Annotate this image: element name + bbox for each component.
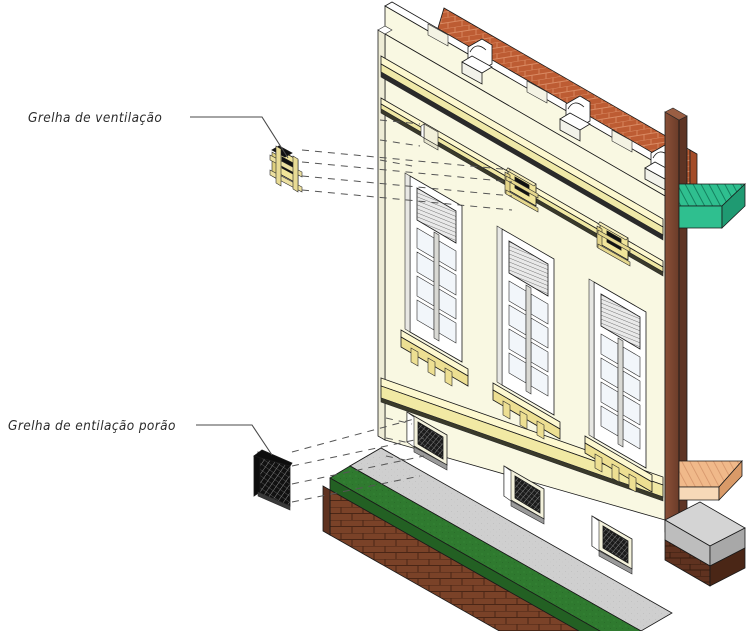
column-top (664, 107, 688, 121)
belt-course (380, 377, 664, 502)
column-front-face (664, 111, 680, 541)
parapet-step-block-3 (611, 129, 633, 153)
green-slab-front (678, 205, 723, 229)
window-corbel (519, 410, 528, 430)
foundation-brick-left-return (322, 485, 331, 536)
belt-course-shadow (380, 397, 664, 502)
parapet-step-block-1 (427, 23, 449, 47)
parapet-ornament-1 (461, 38, 493, 85)
orange-slab-edge (718, 459, 743, 501)
basement-vent-2[interactable] (503, 465, 545, 525)
green-ceiling-slab (678, 183, 746, 229)
window-corbel (410, 347, 419, 367)
parapet-step-block-2 (526, 80, 548, 104)
facade-vent-grille-1[interactable] (504, 167, 539, 213)
orange-floor-slab (678, 459, 743, 501)
cornice-upper (380, 55, 664, 241)
window-corbel (502, 400, 511, 420)
right-slab-brick-side (709, 547, 746, 587)
cornice-band-top-shadow (380, 71, 664, 241)
window-corbel (594, 453, 603, 473)
grass-strip-front (329, 477, 601, 631)
structural-column (664, 107, 688, 541)
wall-faint-projection-marks (379, 119, 421, 462)
window-corbel (536, 420, 545, 440)
wall-reference-opening (420, 123, 439, 151)
window-corbel (628, 473, 637, 493)
window-corbel (444, 367, 453, 387)
basement-vent-3[interactable] (591, 515, 633, 575)
leader-line-basement-grille (196, 424, 273, 456)
window-2[interactable] (492, 225, 561, 440)
ground-assembly (322, 447, 673, 631)
facade-vent-grille-2[interactable] (596, 221, 631, 267)
label-basement-vent-grille: Grelha de entilação porão (8, 418, 176, 434)
basement-grille-projection-lines (291, 417, 425, 503)
green-slab-edge (721, 183, 746, 229)
window-3[interactable] (584, 278, 653, 493)
orange-slab-front (678, 486, 720, 501)
label-vent-grille: Grelha de ventilação (28, 110, 162, 126)
window-1[interactable] (400, 172, 469, 387)
basement-grille-detail[interactable] (253, 449, 293, 511)
parapet-ornament-2 (559, 95, 591, 142)
leader-line-vent-grille (190, 116, 289, 159)
vent-grille-projection-lines (301, 149, 513, 211)
window-corbel (427, 357, 436, 377)
right-foundation-slab (664, 501, 746, 587)
facade-wall-left-top (377, 25, 393, 35)
vent-grille-detail[interactable] (269, 145, 303, 193)
window-corbel (611, 463, 620, 483)
